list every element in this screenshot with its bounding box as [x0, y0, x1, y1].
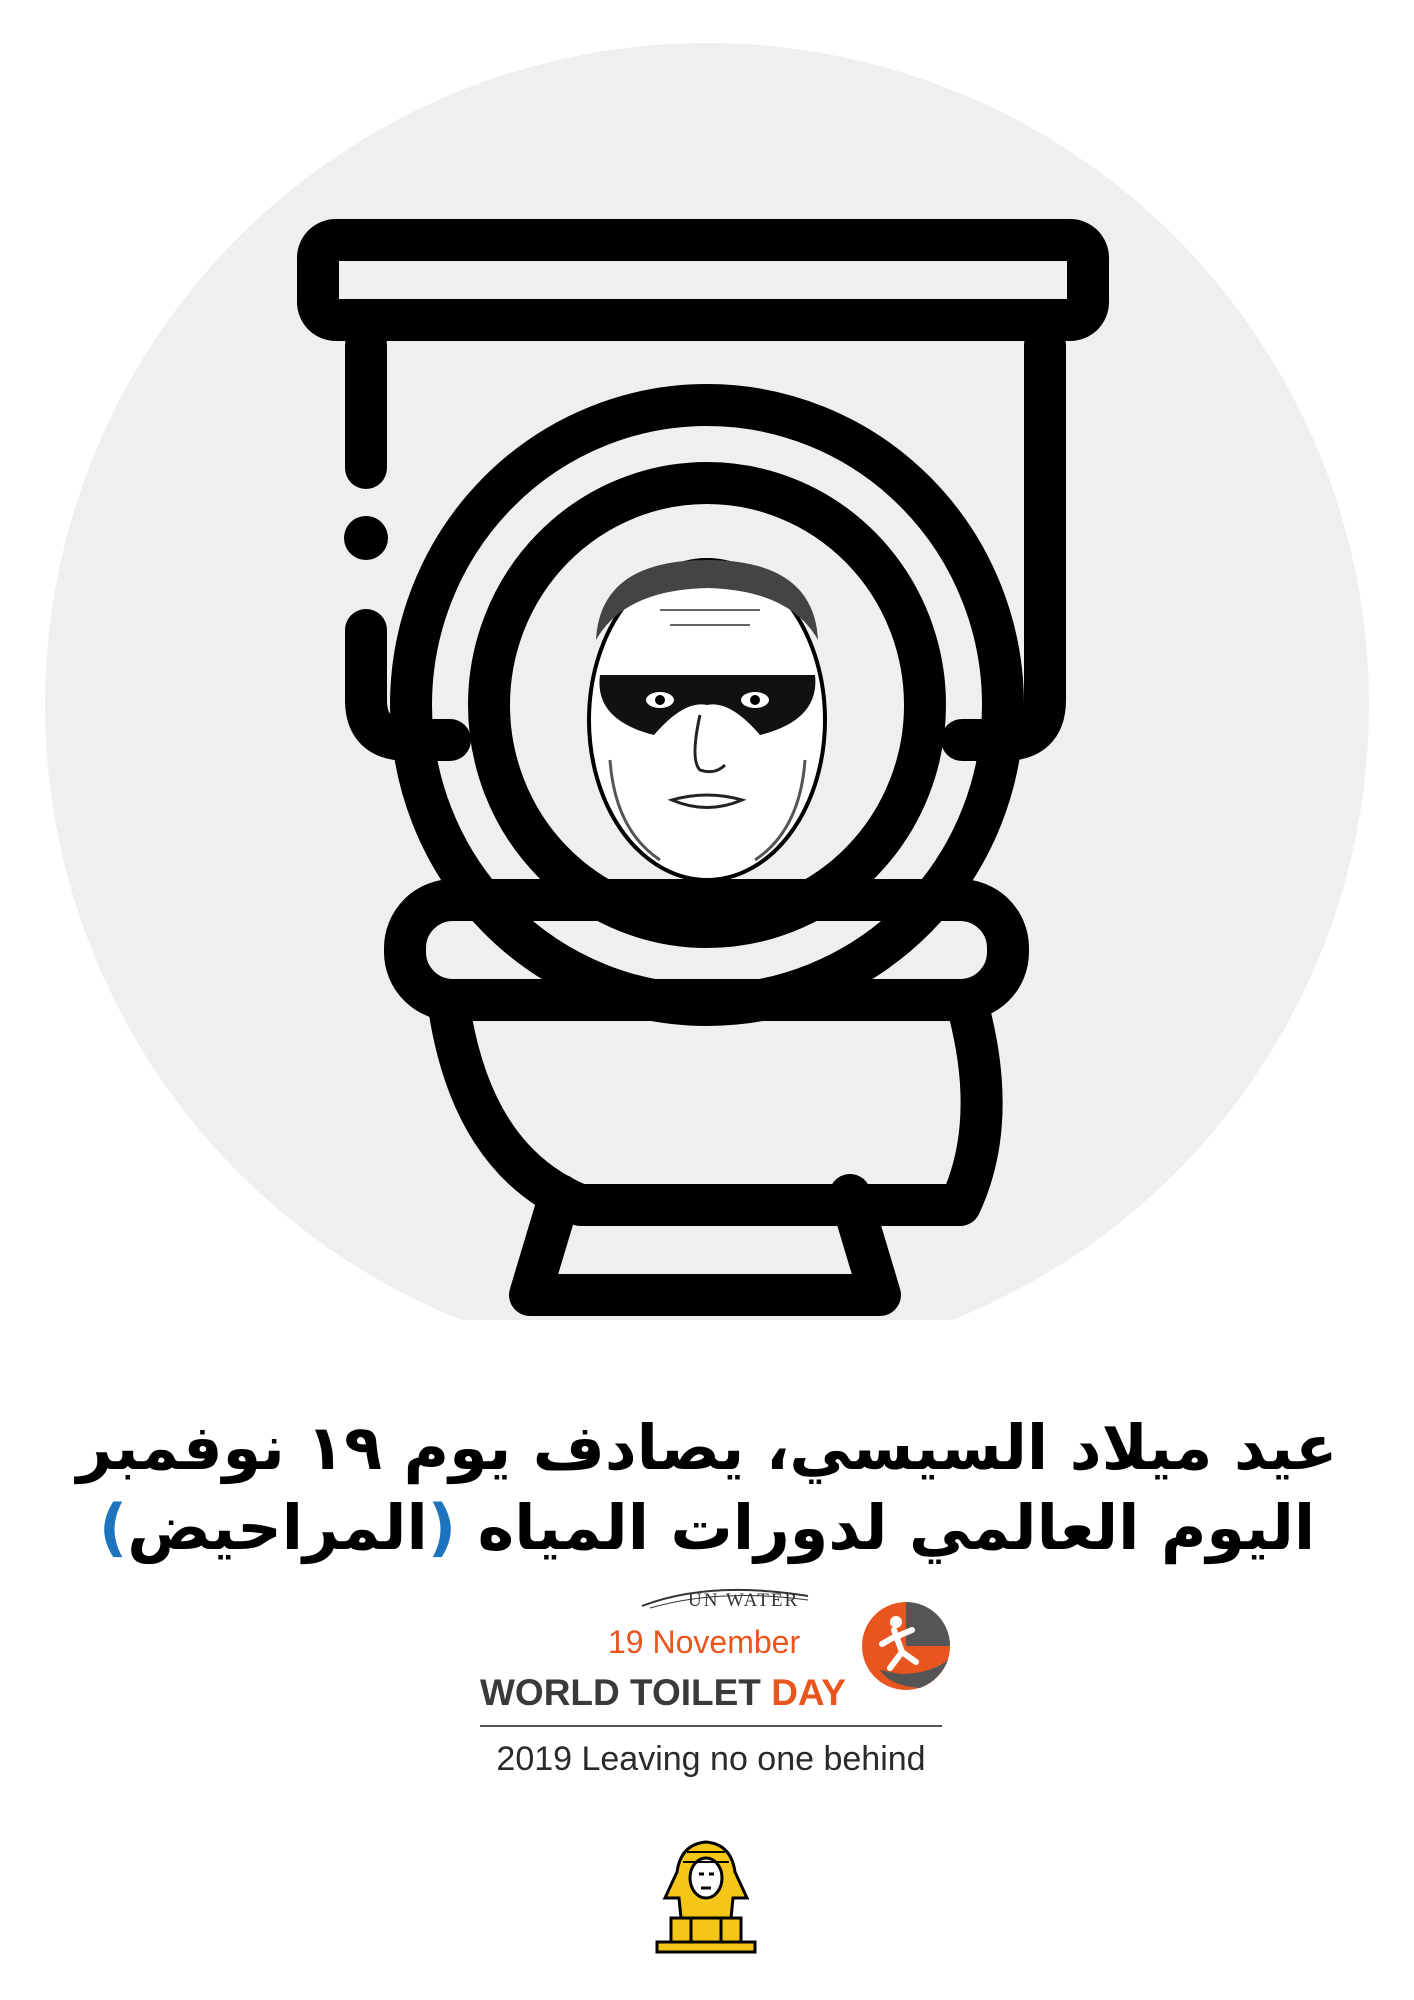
paren-close: )	[98, 1491, 128, 1564]
headline-line-2-paren-text: المراحيض	[127, 1491, 428, 1564]
world-toilet-day-title: WORLD TOILET DAY	[480, 1672, 846, 1714]
title-accent: DAY	[771, 1672, 846, 1713]
tagline: 2019 Leaving no one behind	[496, 1740, 926, 1778]
masked-face-caricature	[587, 558, 827, 882]
date-label: 19 November	[608, 1624, 801, 1660]
globe-runner-icon	[862, 1602, 950, 1690]
logo-divider	[480, 1725, 942, 1727]
toilet-icon	[297, 219, 1109, 1316]
title-main: WORLD TOILET	[480, 1672, 772, 1713]
headline-line-2-main: اليوم العالمي لدورات المياه	[477, 1491, 1316, 1564]
headline-line-1: عيد ميلاد السيسي، يصادف يوم ١٩ نوفمبر	[76, 1411, 1338, 1484]
world-toilet-day-logo: UN WATER 19 November WORLD TOILET DAY 20…	[470, 1580, 950, 1780]
paren-open: (	[427, 1491, 457, 1564]
tank-dot	[344, 516, 388, 560]
sphinx-icon	[655, 1840, 757, 1954]
water-swoosh-icon	[641, 1588, 809, 1609]
toilet-illustration	[45, 43, 1369, 1320]
un-water-label: UN WATER	[688, 1590, 800, 1611]
headline-line-2: اليوم العالمي لدورات المياه (المراحيض)	[60, 1488, 1354, 1568]
